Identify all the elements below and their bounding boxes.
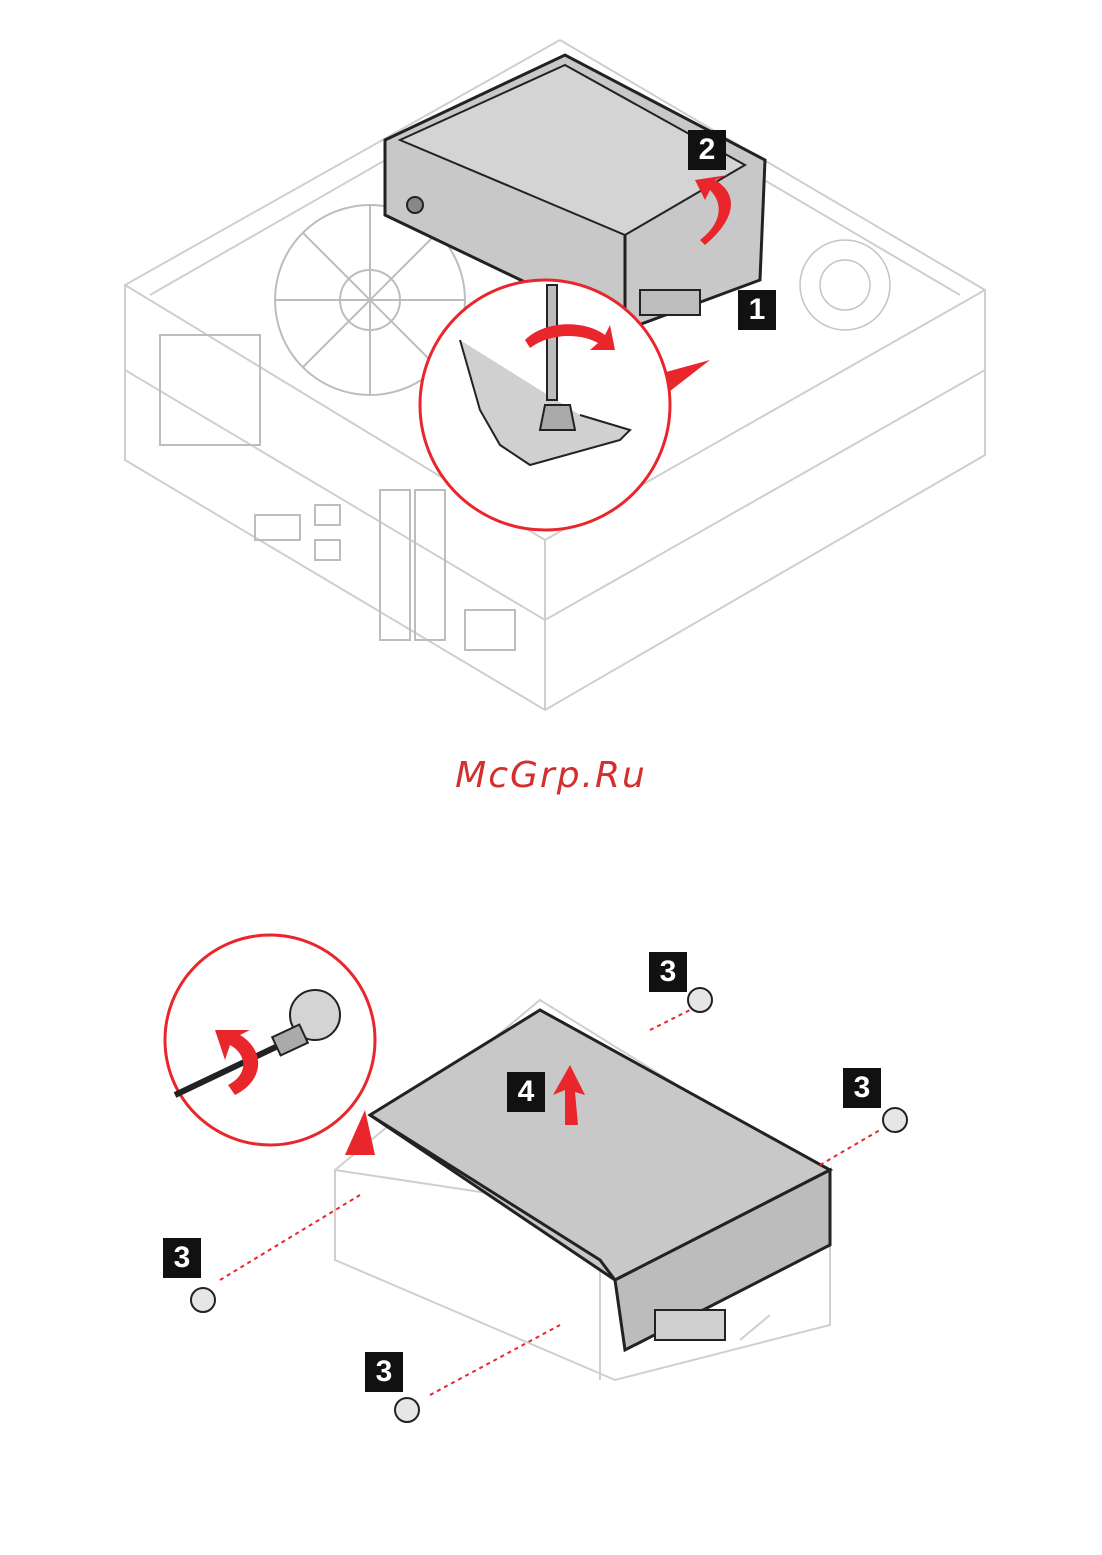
bottom-illustration: 3 3 3 3 4	[0, 930, 1102, 1450]
zoom-detail	[165, 935, 375, 1145]
step-callout-3c: 3	[163, 1238, 201, 1278]
zoom-detail	[420, 280, 670, 530]
step-callout-4: 4	[507, 1072, 545, 1112]
top-illustration: 1 2	[0, 0, 1102, 720]
screwdriver-icon	[547, 285, 557, 400]
step-callout-3d: 3	[365, 1352, 403, 1392]
chassis-drawing	[0, 0, 1102, 720]
step-callout-3a: 3	[649, 952, 687, 992]
watermark-text: McGrp.Ru	[0, 755, 1102, 796]
screw-icon	[540, 405, 575, 430]
step-callout-3b: 3	[843, 1068, 881, 1108]
step-callout-1: 1	[738, 290, 776, 330]
step-callout-2: 2	[688, 130, 726, 170]
vent-grid	[800, 240, 890, 330]
drive-removal-drawing	[0, 930, 1102, 1450]
